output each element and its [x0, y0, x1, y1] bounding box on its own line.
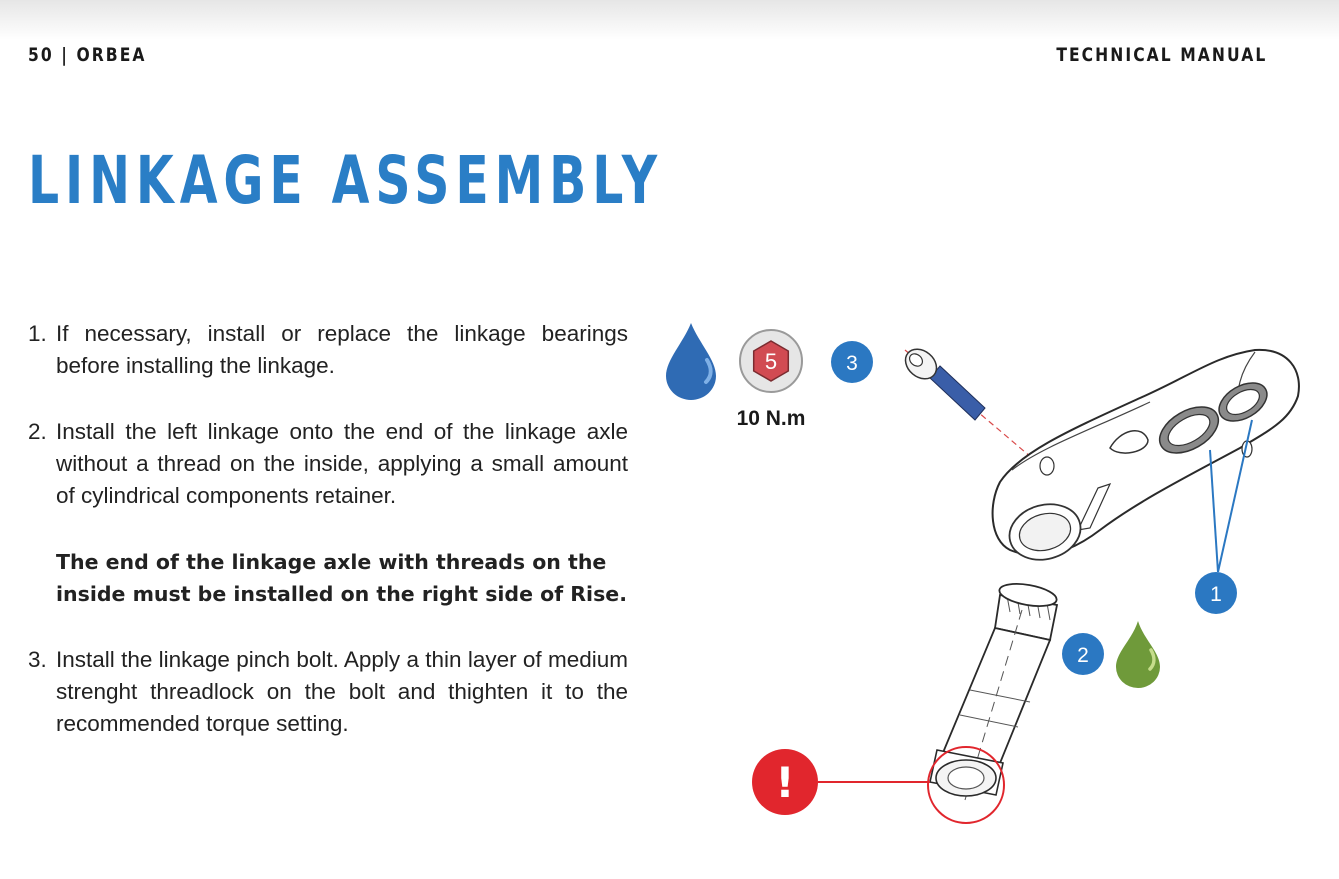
- step-2: 2. Install the left linkage onto the end…: [28, 416, 628, 512]
- step-1: 1. If necessary, install or replace the …: [28, 318, 628, 382]
- page-top-shading: [0, 0, 1339, 40]
- torque-label: 10 N.m: [737, 407, 806, 430]
- retainer-drop-icon: [1116, 621, 1160, 688]
- manual-title-header: TECHNICAL MANUAL: [1056, 44, 1267, 66]
- instruction-steps: 1. If necessary, install or replace the …: [28, 318, 628, 774]
- hex-size-label: 5: [765, 349, 777, 374]
- callout-2-label: 2: [1077, 644, 1089, 667]
- step-number: 2.: [28, 419, 47, 444]
- pinch-bolt-icon: [904, 348, 986, 421]
- page-title: LINKAGE ASSEMBLY: [28, 142, 664, 219]
- callout-1-leader-b: [1217, 419, 1253, 573]
- threadlock-drop-icon: [666, 323, 716, 400]
- warning-highlight-ring: [927, 746, 1005, 824]
- linkage-assembly-diagram: 5 10 N.m 3 1: [666, 323, 1300, 824]
- callout-3-marker: [831, 341, 873, 383]
- hex-key-icon: [739, 329, 803, 393]
- callout-1-leader-a: [1209, 449, 1219, 573]
- important-note: The end of the linkage axle with threads…: [56, 550, 627, 606]
- drop-highlight: [704, 358, 713, 384]
- drop-highlight: [1148, 648, 1156, 671]
- step-3: 3. Install the linkage pinch bolt. Apply…: [28, 644, 628, 740]
- step-number: 3.: [28, 647, 47, 672]
- warning-symbol: !: [775, 758, 794, 807]
- step-text: If necessary, install or replace the lin…: [56, 321, 628, 378]
- callout-2-marker: [1062, 633, 1104, 675]
- page-number-header: 50 | ORBEA: [28, 44, 147, 66]
- callout-1-label: 1: [1210, 583, 1222, 606]
- step-text: Install the left linkage onto the end of…: [56, 419, 628, 508]
- callout-3-label: 3: [846, 352, 858, 375]
- warning-icon: [752, 749, 818, 815]
- step-number: 1.: [28, 321, 47, 346]
- step-text: Install the linkage pinch bolt. Apply a …: [56, 647, 628, 736]
- linkage-axle-illustration: [929, 583, 1059, 801]
- linkage-arm-illustration: [991, 348, 1300, 561]
- callout-1-marker: [1195, 572, 1237, 614]
